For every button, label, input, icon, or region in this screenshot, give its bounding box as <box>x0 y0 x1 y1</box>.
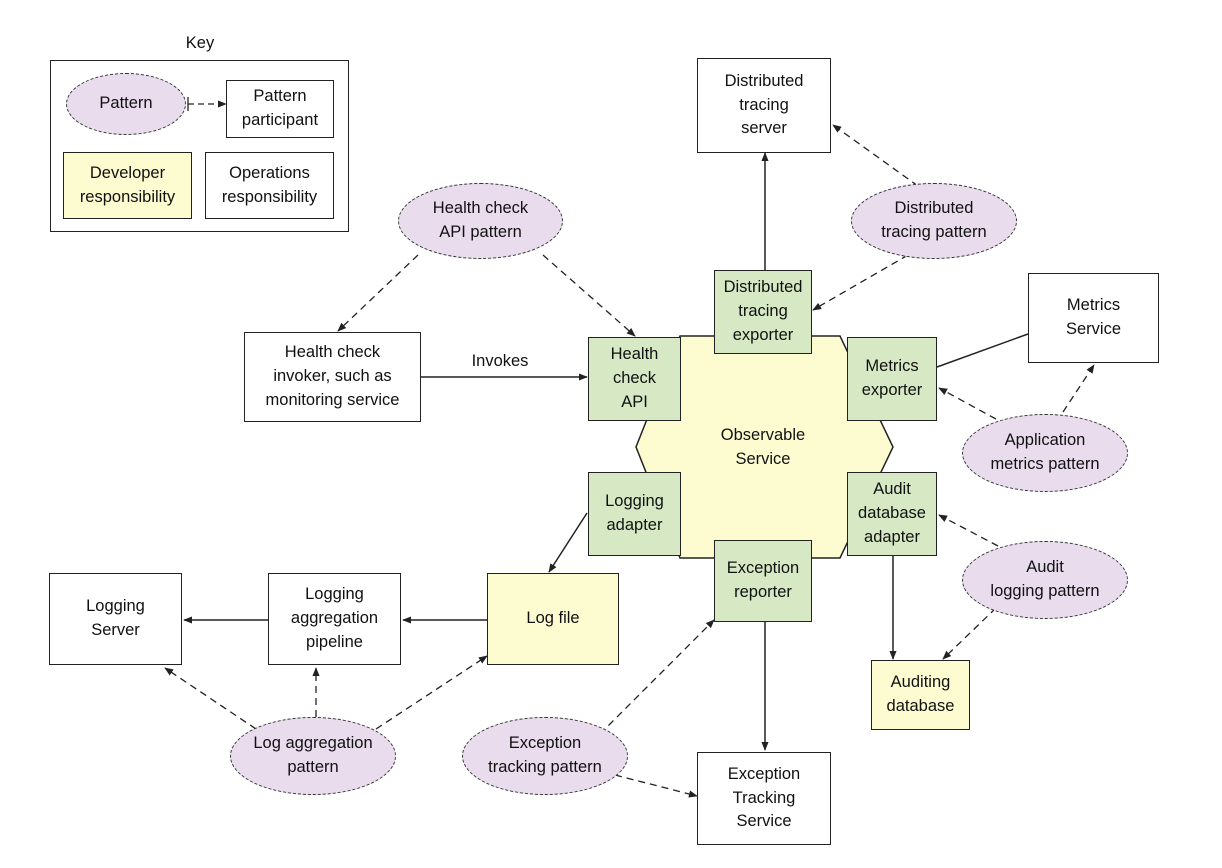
metrics-exporter: Metrics exporter <box>847 337 937 421</box>
log-pattern-to-logfile <box>375 655 488 730</box>
health-check-invoker: Health check invoker, such as monitoring… <box>244 332 421 422</box>
tracing-pattern-to-server <box>832 124 919 187</box>
metrics-pattern-to-service <box>1062 364 1095 413</box>
distributed-tracing-server: Distributed tracing server <box>697 58 831 153</box>
health-check-api: Health check API <box>588 337 681 421</box>
health-pattern-to-invoker <box>337 254 419 332</box>
audit-pattern-to-adapter <box>938 514 999 547</box>
key-participant-sample: Pattern participant <box>226 80 334 138</box>
exception-pattern-to-service <box>614 774 698 798</box>
key-developer-sample: Developer responsibility <box>63 152 192 219</box>
key-box <box>50 60 349 232</box>
metrics-service: Metrics Service <box>1028 273 1159 363</box>
logging-adapter: Logging adapter <box>588 472 681 556</box>
metrics-exporter-to-service-line <box>936 333 1029 368</box>
application-metrics-pattern: Application metrics pattern <box>962 414 1128 492</box>
metrics-pattern-to-exporter <box>938 387 997 420</box>
health-pattern-to-api <box>542 254 636 337</box>
logging-server: Logging Server <box>49 573 182 665</box>
audit-logging-pattern: Audit logging pattern <box>962 541 1128 619</box>
distributed-tracing-pattern: Distributed tracing pattern <box>851 183 1017 259</box>
observable-service-label: Observable Service <box>720 426 806 468</box>
observable-service-hexagon <box>635 335 894 559</box>
exception-reporter: Exception reporter <box>714 540 812 622</box>
log-file: Log file <box>487 573 619 665</box>
audit-database-adapter: Audit database adapter <box>847 472 937 556</box>
invokes-label: Invokes <box>471 352 529 371</box>
auditing-database: Auditing database <box>871 660 970 730</box>
distributed-tracing-exporter: Distributed tracing exporter <box>714 270 812 354</box>
tracing-pattern-to-exporter <box>812 254 909 311</box>
exception-tracking-pattern: Exception tracking pattern <box>462 717 628 795</box>
log-aggregation-pattern: Log aggregation pattern <box>230 717 396 795</box>
key-title: Key <box>185 34 215 53</box>
audit-pattern-to-database <box>942 607 997 660</box>
log-pattern-to-server <box>164 667 257 730</box>
health-check-api-pattern: Health check API pattern <box>398 183 563 259</box>
exception-tracking-service: Exception Tracking Service <box>697 752 831 845</box>
exception-pattern-to-reporter <box>599 619 715 735</box>
logging-aggregation-pipeline: Logging aggregation pipeline <box>268 573 401 665</box>
key-operations-sample: Operations responsibility <box>205 152 334 219</box>
logging-adapter-to-logfile-arrow <box>548 512 588 573</box>
key-pattern-sample: Pattern <box>66 73 186 135</box>
